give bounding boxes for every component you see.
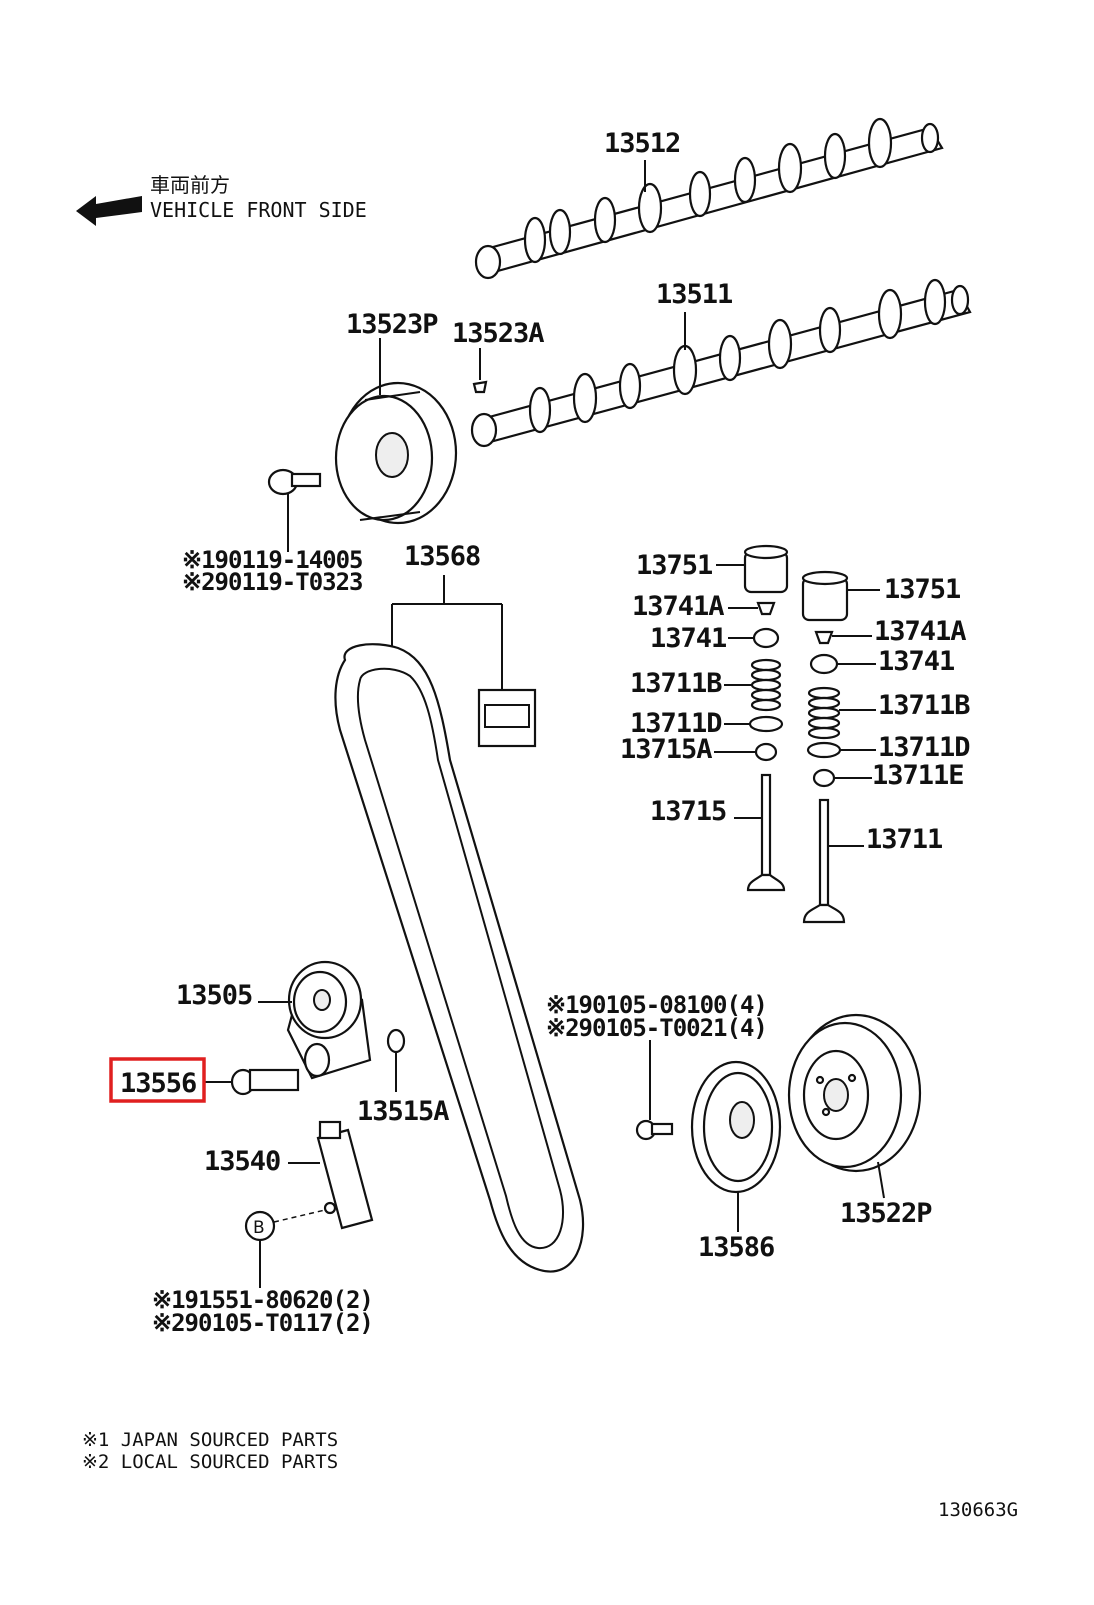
label-13711E[interactable]: 13711E xyxy=(872,760,965,791)
bolt-13556[interactable] xyxy=(230,1068,300,1096)
label-bolt3-2[interactable]: ※290105-T0117(2) xyxy=(152,1309,374,1337)
label-13511[interactable]: 13511 xyxy=(656,279,733,310)
label-13741-right[interactable]: 13741 xyxy=(878,646,955,677)
label-13556[interactable]: 13556 xyxy=(120,1068,197,1099)
label-13540[interactable]: 13540 xyxy=(204,1146,281,1177)
label-13751-right[interactable]: 13751 xyxy=(884,574,961,605)
reference-b-label: B xyxy=(253,1218,265,1238)
label-bolt-2[interactable]: ※290119-T0323 xyxy=(182,568,364,596)
label-13522P[interactable]: 13522P xyxy=(840,1198,933,1229)
retainer-13741-right[interactable] xyxy=(809,653,839,675)
label-13741A-right[interactable]: 13741A xyxy=(874,616,967,647)
washer-13515A[interactable] xyxy=(386,1028,406,1054)
front-label-jp: 車両前方 xyxy=(150,173,230,197)
label-13751-left[interactable]: 13751 xyxy=(636,550,713,581)
crank-pulley-13522P[interactable] xyxy=(787,1013,922,1173)
valve-13711[interactable] xyxy=(802,798,846,924)
keeper-13741A-left[interactable] xyxy=(756,601,776,616)
camshaft-13511[interactable] xyxy=(470,278,972,448)
lifter-13751-right[interactable] xyxy=(801,570,849,622)
label-bolt2-2[interactable]: ※290105-T0021(4) xyxy=(546,1014,768,1042)
cam-pulley-13523P[interactable] xyxy=(334,381,458,525)
bolt-90105[interactable] xyxy=(635,1119,674,1141)
label-13523A[interactable]: 13523A xyxy=(452,318,545,349)
front-label-en: VEHICLE FRONT SIDE xyxy=(150,198,367,222)
tensioner-13540[interactable] xyxy=(316,1120,374,1230)
seal-13715A[interactable] xyxy=(754,742,778,762)
footnote-japan: ※1 JAPAN SOURCED PARTS xyxy=(82,1429,338,1451)
highlight-box-13556[interactable] xyxy=(109,1057,206,1103)
valve-13715[interactable] xyxy=(746,773,786,892)
keeper-13741A-right[interactable] xyxy=(814,630,834,645)
lifter-13751-left[interactable] xyxy=(743,544,789,594)
guide-13711E[interactable] xyxy=(812,768,836,788)
label-13586[interactable]: 13586 xyxy=(698,1232,775,1263)
label-13512[interactable]: 13512 xyxy=(604,128,681,159)
label-13711D-right[interactable]: 13711D xyxy=(878,732,971,763)
label-bolt-1[interactable]: ※190119-14005 xyxy=(182,546,364,574)
label-13715[interactable]: 13715 xyxy=(650,796,727,827)
label-13741-left[interactable]: 13741 xyxy=(650,623,727,654)
label-13741A-left[interactable]: 13741A xyxy=(632,591,725,622)
timing-belt[interactable] xyxy=(334,643,585,1273)
idler-13505[interactable] xyxy=(286,960,372,1080)
key-13523A[interactable] xyxy=(472,380,488,394)
spring-13711B-left[interactable] xyxy=(750,658,782,712)
label-13505[interactable]: 13505 xyxy=(176,980,253,1011)
label-13568[interactable]: 13568 xyxy=(404,541,481,572)
bolt-90119[interactable] xyxy=(267,468,322,496)
label-13711[interactable]: 13711 xyxy=(866,824,943,855)
seat-13711D-left[interactable] xyxy=(748,715,784,733)
camshaft-13512[interactable] xyxy=(474,117,944,280)
figure-id: 130663G xyxy=(938,1499,1018,1521)
label-bolt3-1[interactable]: ※191551-80620(2) xyxy=(152,1286,374,1314)
retainer-13741-left[interactable] xyxy=(752,627,780,649)
label-13715A[interactable]: 13715A xyxy=(620,734,713,765)
label-13711D-left[interactable]: 13711D xyxy=(630,708,723,739)
pulley-13586[interactable] xyxy=(690,1060,782,1194)
footnote-local: ※2 LOCAL SOURCED PARTS xyxy=(82,1451,338,1473)
spring-13711B-right[interactable] xyxy=(807,686,841,740)
label-13515A[interactable]: 13515A xyxy=(357,1096,450,1127)
label-bolt2-1[interactable]: ※190105-08100(4) xyxy=(546,991,768,1019)
seat-13711D-right[interactable] xyxy=(806,741,842,759)
label-13711B-left[interactable]: 13711B xyxy=(630,668,723,699)
belt-label-pack[interactable] xyxy=(477,688,537,748)
front-arrow-icon xyxy=(76,196,142,226)
label-13711B-right[interactable]: 13711B xyxy=(878,690,971,721)
label-13523P[interactable]: 13523P xyxy=(346,309,439,340)
